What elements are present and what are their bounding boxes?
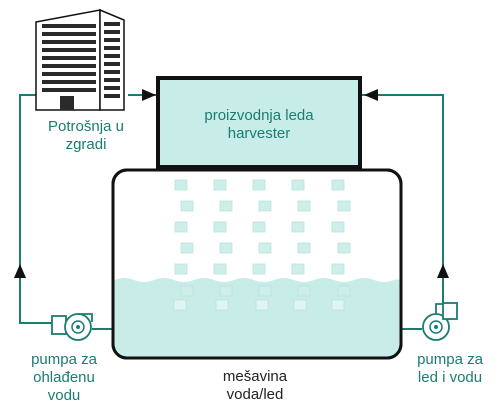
left-loop-pipe-to-pump	[19, 311, 52, 324]
ice-cube	[219, 285, 233, 297]
ice-cube	[337, 200, 351, 212]
building-label: Potrošnja u zgradi	[48, 118, 124, 153]
ice-cube	[293, 299, 307, 311]
right-up-arrow	[437, 264, 449, 278]
building-icon	[35, 8, 125, 111]
ice-cube	[337, 242, 351, 254]
ice-cube	[174, 221, 188, 233]
ice-cube	[219, 200, 233, 212]
ice-cube	[219, 242, 233, 254]
ice-cube	[258, 285, 272, 297]
ice-cube	[215, 299, 229, 311]
harvester-box	[156, 76, 362, 169]
ice-cube	[331, 299, 345, 311]
left-up-arrow	[14, 264, 26, 278]
ice-cube	[297, 200, 311, 212]
tank-water	[114, 278, 400, 357]
ice-cubes	[173, 179, 351, 311]
arrow-into-harvester-left	[142, 89, 156, 101]
ice-cube	[337, 285, 351, 297]
ice-cube	[173, 299, 187, 311]
ice-cube	[291, 263, 305, 275]
ice-cube	[180, 242, 194, 254]
ice-cube	[174, 263, 188, 275]
ice-cube	[255, 299, 269, 311]
ice-cube	[252, 179, 266, 191]
left-pump-icon	[51, 313, 93, 341]
harvester-label: proizvodnja leda harvester	[204, 107, 314, 142]
ice-cube	[213, 179, 227, 191]
ice-cube	[180, 200, 194, 212]
tank-outline	[111, 168, 403, 360]
left-pump-label: pumpa za ohlađenu vodu	[31, 351, 97, 404]
ice-cube	[258, 200, 272, 212]
ice-cube	[252, 263, 266, 275]
ice-cube	[297, 242, 311, 254]
ice-cube	[213, 221, 227, 233]
ice-cube	[331, 179, 345, 191]
ice-cube	[258, 242, 272, 254]
right-pump-label: pumpa za led i vodu	[417, 351, 483, 386]
ice-cube	[291, 221, 305, 233]
ice-cube	[331, 221, 345, 233]
ice-cube	[252, 221, 266, 233]
ice-cube	[291, 179, 305, 191]
right-pump-icon	[422, 302, 458, 341]
ice-cube	[213, 263, 227, 275]
ice-cube	[180, 285, 194, 297]
ice-cube	[331, 263, 345, 275]
ice-cube	[297, 285, 311, 297]
ice-cube	[174, 179, 188, 191]
arrow-into-harvester-right	[364, 89, 378, 101]
mixture-label: mešavina voda/led	[222, 368, 288, 403]
right-loop-pipe	[360, 94, 444, 303]
